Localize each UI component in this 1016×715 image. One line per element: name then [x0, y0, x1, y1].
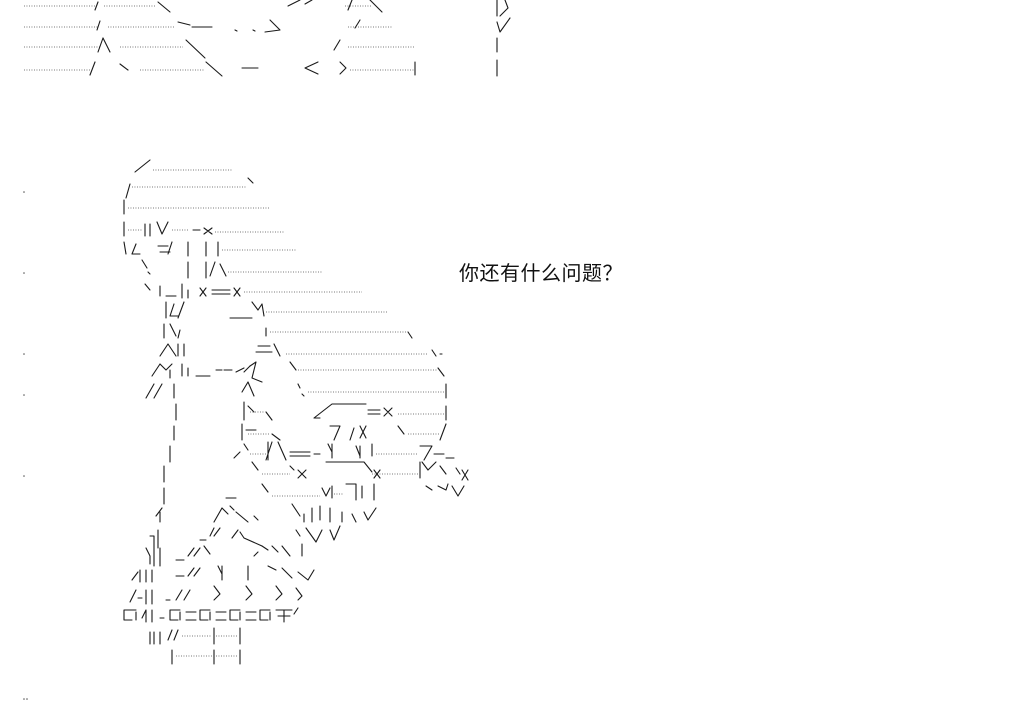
- character-figure: [123, 159, 469, 665]
- dialogue-text: 你还有什么问题？: [459, 261, 623, 285]
- top-art-fragment: [24, 0, 511, 77]
- margin-dots: [23, 191, 28, 700]
